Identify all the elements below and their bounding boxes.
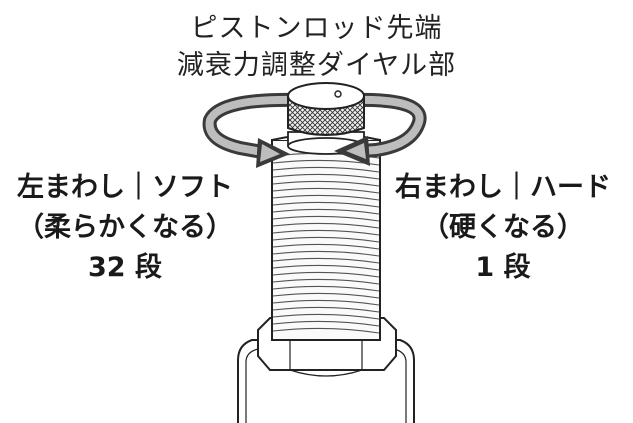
right-rotation-label: 右まわし｜ハード （硬くなる） 1 段 [373, 168, 633, 288]
thread-line [272, 271, 380, 278]
thread-line [272, 313, 380, 320]
thread-line [272, 264, 380, 271]
left-direction-text: 左まわし｜ソフト [17, 172, 233, 203]
thread-line [272, 250, 380, 257]
left-steps-text: 32 段 [88, 252, 162, 283]
right-steps-text: 1 段 [475, 252, 531, 283]
thread-line [272, 236, 380, 243]
thread-line [272, 257, 380, 264]
adjustment-dial [287, 82, 365, 136]
thread-line [272, 194, 380, 201]
diagram-title-line1: ピストンロッド先端 [190, 13, 443, 44]
thread-line [272, 208, 380, 215]
thread-line [272, 243, 380, 250]
thread-line [272, 320, 380, 327]
threaded-rod [271, 133, 381, 341]
thread-line [272, 166, 380, 173]
left-effect-text: （柔らかくなる） [17, 212, 233, 243]
thread-line [272, 201, 380, 208]
thread-line [272, 173, 380, 180]
thread-line [272, 180, 380, 187]
thread-line [272, 222, 380, 229]
thread-line [272, 278, 380, 285]
thread-line [272, 187, 380, 194]
rotation-arrow-right [334, 92, 427, 166]
thread-line [272, 285, 380, 292]
thread-line [272, 299, 380, 306]
left-rotation-label: 左まわし｜ソフト （柔らかくなる） 32 段 [0, 168, 250, 288]
thread-line [272, 327, 380, 334]
thread-line [272, 292, 380, 299]
thread-line [272, 306, 380, 313]
thread-line [272, 229, 380, 236]
diagram-title-line2: 減衰力調整ダイヤル部 [176, 50, 457, 81]
rotation-arrow-left [202, 92, 301, 168]
right-direction-text: 右まわし｜ハード [395, 172, 611, 203]
thread-line [272, 215, 380, 222]
right-effect-text: （硬くなる） [422, 212, 584, 243]
